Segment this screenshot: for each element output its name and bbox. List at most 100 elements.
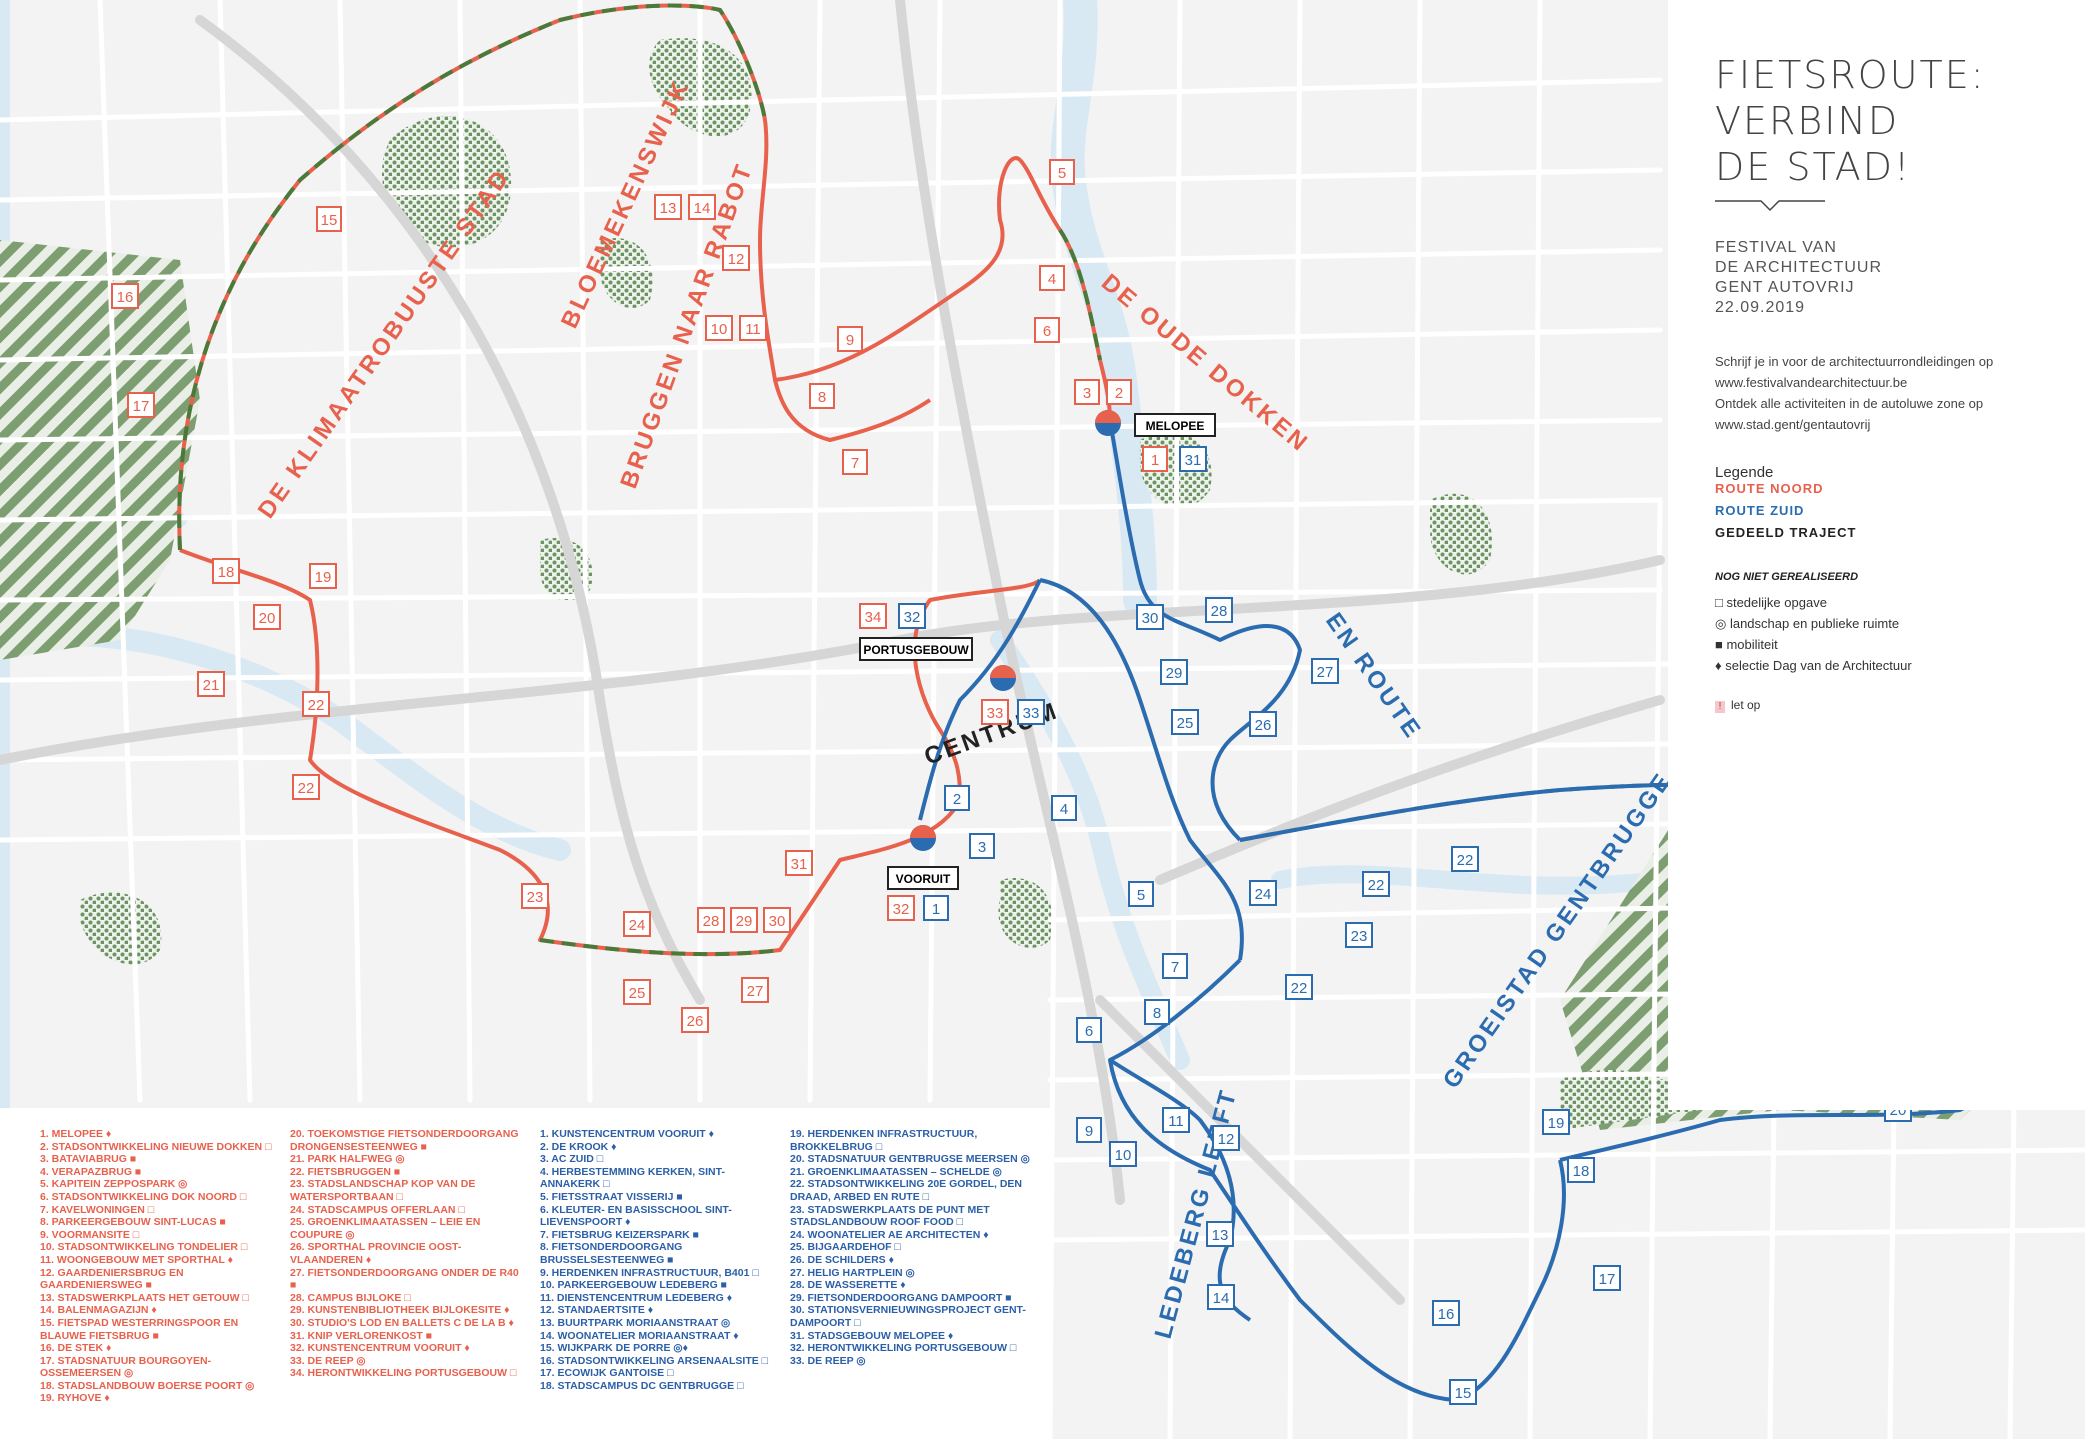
stop-box: 7	[842, 449, 868, 475]
svg-text:28: 28	[703, 913, 720, 930]
list-item: 17. STADSNATUUR BOURGOYEN-OSSEMEERSEN ◎	[40, 1354, 212, 1380]
legend-categories: □ stedelijke opgave ◎ landschap en publi…	[1715, 595, 1912, 673]
list-item: 11. DIENSTENCENTRUM LEDEBERG ♦	[540, 1291, 733, 1304]
list-item: 22. STADSONTWIKKELING 20E GORDEL, DEN DR…	[790, 1178, 1022, 1203]
list-item: 19. RYHOVE ♦	[40, 1392, 110, 1405]
stop-box: 3	[1074, 379, 1100, 405]
vooruit-label: VOORUIT	[896, 872, 951, 886]
svg-text:19: 19	[1548, 1115, 1565, 1132]
list-item: 33. DE REEP ◎	[790, 1354, 866, 1367]
svg-text:22: 22	[298, 780, 315, 797]
svg-text:18: 18	[1573, 1163, 1590, 1180]
list-item: 23. STADSLANDSCHAP KOP VAN DE WATERSPORT…	[290, 1178, 476, 1203]
list-item: 18. STADSLANDBOUW BOERSE POORT ◎	[40, 1379, 255, 1392]
svg-text:2: 2	[1115, 385, 1123, 402]
stop-box: 26	[681, 1007, 709, 1033]
list-item: 5. KAPITEIN ZEPPOSPARK ◎	[40, 1178, 188, 1191]
svg-text:6: 6	[1085, 1023, 1093, 1040]
stop-box: 26	[1249, 711, 1277, 737]
stop-box: 28	[697, 907, 725, 933]
stop-box: 11	[1162, 1107, 1190, 1133]
svg-text:32: 32	[904, 609, 921, 626]
list-noord-col2: 20. TOEKOMSTIGE FIETSONDERDOORGANG DRONG…	[290, 1128, 520, 1380]
list-item: 31. STADSGEBOUW MELOPEE ♦	[790, 1329, 954, 1342]
svg-text:25: 25	[1177, 715, 1194, 732]
stop-box: 27	[741, 977, 769, 1003]
stop-box: 25	[1171, 709, 1199, 735]
list-item: 28. DE WASSERETTE ♦	[790, 1279, 906, 1292]
list-item: 20. TOEKOMSTIGE FIETSONDERDOORGANG DRONG…	[290, 1128, 519, 1153]
stop-box: 12	[1212, 1125, 1240, 1151]
svg-text:16: 16	[1438, 1306, 1455, 1323]
list-item: 12. GAARDENIERSBRUG EN GAARDENIERSWEG ■	[40, 1266, 184, 1292]
svg-text:24: 24	[629, 917, 646, 934]
list-item: 14. BALENMAGAZIJN ♦	[40, 1304, 157, 1317]
stop-box: 24	[623, 911, 651, 937]
list-item: 2. STADSONTWIKKELING NIEUWE DOKKEN □	[40, 1140, 272, 1153]
melopee-label: MELOPEE	[1146, 419, 1205, 433]
stop-box: 19	[309, 563, 337, 589]
legend-gedeeld: GEDEELD TRAJECT	[1715, 525, 1857, 540]
svg-text:27: 27	[747, 983, 764, 1000]
svg-text:33: 33	[1023, 705, 1040, 722]
list-item: 6. KLEUTER- EN BASISSCHOOL SINT-LIEVENSP…	[540, 1203, 732, 1229]
svg-text:12: 12	[1218, 1131, 1235, 1148]
list-item: 7. FIETSBRUG KEIZERSPARK ■	[540, 1228, 699, 1241]
stop-box: 31	[1179, 446, 1207, 472]
registration-info: Schrijf je in voor de architectuurrondle…	[1715, 354, 1994, 432]
list-item: 7. KAVELWONINGEN □	[40, 1203, 155, 1216]
list-item: 10. STADSONTWIKKELING TONDELIER □	[40, 1241, 248, 1254]
svg-text:9: 9	[1085, 1123, 1093, 1140]
svg-text:9: 9	[846, 332, 854, 349]
stop-box: 17	[127, 392, 155, 418]
list-item: 10. PARKEERGEBOUW LEDEBERG ■	[540, 1279, 728, 1292]
svg-text:8: 8	[1153, 1005, 1161, 1022]
list-item: 3. AC ZUID □	[540, 1153, 604, 1166]
svg-text:22: 22	[308, 697, 325, 714]
legend-route-zuid: ROUTE ZUID	[1715, 503, 1805, 518]
stop-box: 25	[623, 979, 651, 1005]
portusgebouw-label: PORTUSGEBOUW	[863, 643, 969, 657]
svg-text:15: 15	[321, 212, 338, 229]
list-item: 32. HERONTWIKKELING PORTUSGEBOUW □	[790, 1342, 1017, 1355]
svg-text:32: 32	[893, 901, 910, 918]
stop-box: 27	[1311, 658, 1339, 684]
portusgebouw-marker	[990, 665, 1016, 691]
list-item: 15. WIJKPARK DE PORRE ◎♦	[540, 1342, 688, 1355]
stop-box: 12	[722, 245, 750, 271]
stop-box: 22	[302, 691, 330, 717]
stop-box: 32	[898, 603, 926, 629]
stop-box: 13	[1206, 1221, 1234, 1247]
list-zuid-col1: 1. KUNSTENCENTRUM VOORUIT ♦2. DE KROOK ♦…	[540, 1128, 780, 1392]
svg-text:23: 23	[527, 889, 544, 906]
stop-box: 29	[1160, 659, 1188, 685]
stop-box: 33	[1017, 699, 1045, 725]
stop-box: 14	[1207, 1284, 1235, 1310]
list-item: 4. HERBESTEMMING KERKEN, SINT-ANNAKERK □	[540, 1165, 725, 1191]
legend-nog-niet: NOG NIET GEREALISEERD	[1715, 571, 1859, 583]
svg-text:30: 30	[1142, 610, 1159, 627]
list-item: 26. DE SCHILDERS ♦	[790, 1253, 894, 1266]
stop-box: 3	[969, 833, 995, 859]
svg-text:17: 17	[1599, 1271, 1616, 1288]
list-item: 29. FIETSONDERDOORGANG DAMPOORT ■	[790, 1291, 1012, 1304]
list-item: 14. WOONATELIER MORIAANSTRAAT ♦	[540, 1329, 739, 1342]
stop-box: 28	[1205, 597, 1233, 623]
svg-text:4: 4	[1048, 271, 1056, 288]
stop-box: 34	[859, 603, 887, 629]
stop-box: 6	[1076, 1017, 1102, 1043]
svg-text:34: 34	[865, 609, 882, 626]
list-item: 34. HERONTWIKKELING PORTUSGEBOUW □	[290, 1367, 517, 1380]
svg-text:22: 22	[1368, 877, 1385, 894]
list-item: 16. DE STEK ♦	[40, 1342, 112, 1355]
svg-text:19: 19	[315, 569, 332, 586]
list-item: 33. DE REEP ◎	[290, 1354, 366, 1367]
stop-box: 5	[1128, 881, 1154, 907]
svg-text:18: 18	[218, 564, 235, 581]
list-item: 1. MELOPEE ♦	[40, 1128, 112, 1140]
stop-box: 8	[809, 383, 835, 409]
stop-box: 31	[785, 850, 813, 876]
melopee-marker	[1095, 410, 1121, 436]
legend-title: Legende	[1715, 464, 1774, 481]
svg-text:28: 28	[1211, 603, 1228, 620]
